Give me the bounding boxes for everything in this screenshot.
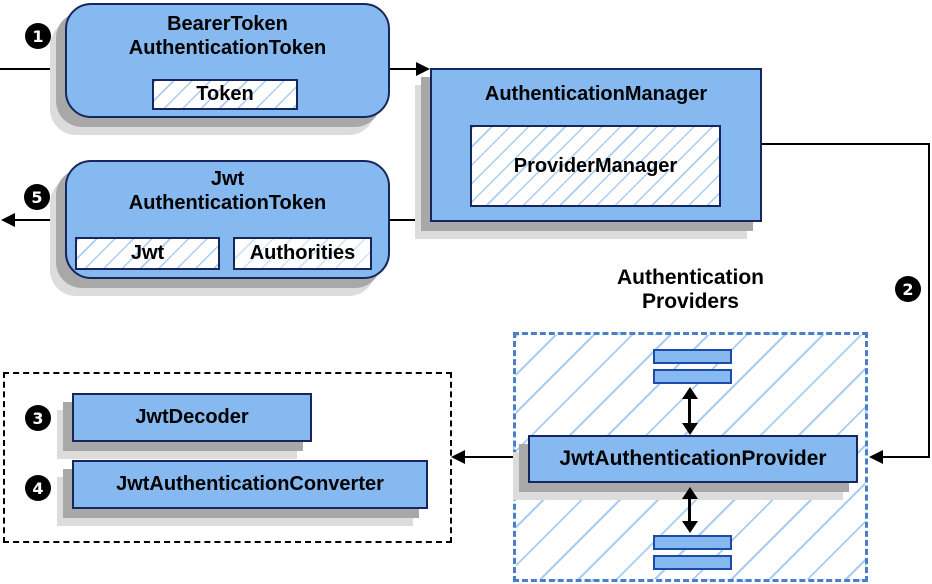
provider-stack-bar	[653, 369, 732, 384]
flow2-line-top	[760, 143, 930, 145]
double-arrow-top-shaft	[688, 397, 691, 425]
jwt-token-title-line2: AuthenticationToken	[128, 192, 327, 214]
bearer-to-manager-arrowhead-icon	[416, 62, 430, 76]
jwt-authentication-token-box: Jwt AuthenticationToken Jwt Authorities	[65, 160, 390, 279]
double-arrow-top-up-icon	[682, 387, 698, 399]
bearer-token-title-line1: BearerToken	[167, 13, 288, 35]
provider-stack-bar	[653, 555, 732, 570]
flow1-line	[0, 68, 68, 70]
flow2-line-vertical	[928, 143, 930, 458]
authorities-field: Authorities	[233, 237, 372, 270]
authentication-manager-box: AuthenticationManager ProviderManager	[430, 68, 762, 222]
jwt-field: Jwt	[75, 237, 220, 270]
flow2-arrowhead-icon	[869, 450, 883, 464]
bearer-token-title-line2: AuthenticationToken	[128, 37, 327, 59]
double-arrow-bottom-shaft	[688, 497, 691, 523]
providers-group-label: Authentication Providers	[513, 266, 868, 314]
provider-manager-field: ProviderManager	[470, 125, 721, 207]
provider-to-decoder-line	[463, 456, 528, 458]
step-badge-4: 4	[25, 475, 51, 501]
manager-to-jwt-line	[388, 219, 432, 221]
flow5-line	[12, 219, 66, 221]
flow2-line-into-provider	[882, 456, 930, 458]
jwt-token-title: Jwt AuthenticationToken	[67, 167, 388, 215]
bearer-token-authentication-token-box: BearerToken AuthenticationToken Token	[65, 3, 390, 118]
token-field: Token	[152, 79, 298, 110]
bearer-to-manager-line	[390, 68, 419, 70]
jwt-authentication-provider-box: JwtAuthenticationProvider	[528, 435, 858, 483]
step-badge-3: 3	[25, 405, 51, 431]
step-badge-5: 5	[24, 184, 50, 210]
decoder-converter-frame	[3, 372, 452, 543]
double-arrow-bottom-down-icon	[682, 521, 698, 533]
jwt-authentication-converter-box: JwtAuthenticationConverter	[72, 460, 428, 509]
jwt-token-title-line1: Jwt	[210, 168, 245, 190]
flow5-arrowhead-icon	[1, 213, 15, 227]
providers-label-line2: Providers	[642, 290, 739, 313]
bearer-token-title: BearerToken AuthenticationToken	[67, 12, 388, 60]
step-badge-1: 1	[25, 23, 51, 49]
provider-stack-bar	[653, 535, 732, 550]
provider-stack-bar	[653, 349, 732, 364]
step-badge-2: 2	[895, 276, 921, 302]
double-arrow-bottom-up-icon	[682, 487, 698, 499]
providers-label-line1: Authentication	[617, 266, 764, 289]
authentication-manager-title: AuthenticationManager	[484, 83, 708, 105]
double-arrow-top-down-icon	[682, 423, 698, 435]
jwt-decoder-box: JwtDecoder	[72, 393, 312, 442]
provider-to-decoder-arrowhead-icon	[451, 450, 465, 464]
